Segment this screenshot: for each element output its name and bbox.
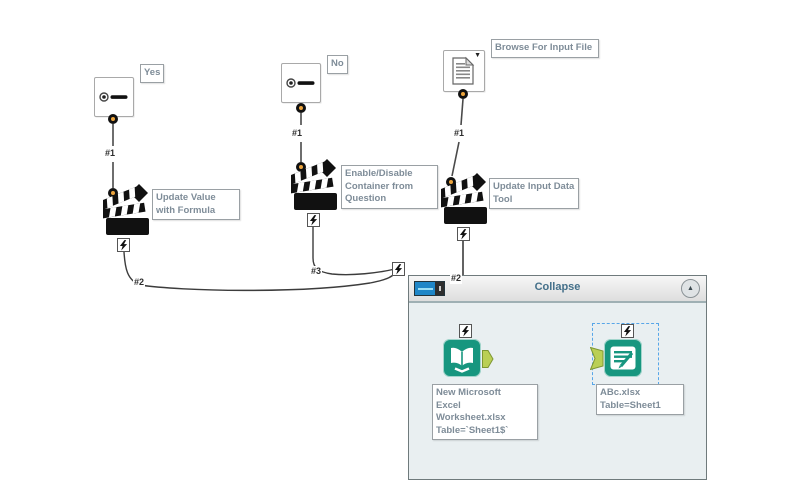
tool-container[interactable]: Collapse ▲ <box>408 275 707 480</box>
clapperboard-icon <box>99 184 149 235</box>
question-anchor-icon[interactable] <box>296 103 306 113</box>
connection-label: #1 <box>291 128 304 139</box>
radio-button-icon <box>99 92 128 102</box>
container-lightning-anchor-icon[interactable] <box>392 262 405 276</box>
action-tool-update-input[interactable] <box>437 169 489 230</box>
question-anchor-icon[interactable] <box>458 89 468 99</box>
annotation-enable-disable[interactable]: Enable/Disable Container from Question <box>341 165 438 209</box>
question-anchor-icon[interactable] <box>108 114 118 124</box>
clapperboard-icon <box>287 159 337 210</box>
question-anchor-icon[interactable] <box>108 188 118 198</box>
wire-browse-1 <box>460 98 464 126</box>
collapse-chevron-button[interactable]: ▲ <box>681 279 700 298</box>
clapperboard-icon <box>437 173 487 224</box>
file-input-icon <box>452 56 475 85</box>
annotation-update-input[interactable]: Update Input Data Tool <box>489 178 579 210</box>
connection-label: #1 <box>104 148 117 159</box>
annotation-yes[interactable]: Yes <box>140 64 165 83</box>
container-toggle-icon[interactable] <box>414 281 445 296</box>
container-title: Collapse <box>534 281 581 293</box>
dropdown-arrow-icon[interactable]: ▼ <box>474 52 481 59</box>
input-data-tool[interactable] <box>443 339 481 377</box>
container-header[interactable]: Collapse ▲ <box>409 276 706 303</box>
annotation-input-data[interactable]: New Microsoft Excel Worksheet.xlsx Table… <box>432 384 538 441</box>
file-browse-tool[interactable]: ▼ <box>443 50 485 92</box>
radio-button-icon <box>286 78 315 88</box>
output-data-sheet-icon <box>610 346 636 370</box>
lightning-anchor-icon[interactable] <box>307 213 320 227</box>
lightning-anchor-icon[interactable] <box>621 324 634 338</box>
lightning-anchor-icon[interactable] <box>459 324 472 338</box>
wire-action1-to-container <box>123 251 398 292</box>
input-anchor-icon[interactable] <box>590 347 604 370</box>
action-tool-enable-disable[interactable] <box>287 155 339 216</box>
radio-button-tool-no[interactable] <box>281 63 321 103</box>
annotation-update-value[interactable]: Update Value with Formula <box>152 189 240 221</box>
connection-label: #2 <box>133 277 146 288</box>
output-data-tool[interactable] <box>604 339 642 377</box>
wire-action2-to-container <box>312 227 396 276</box>
action-tool-update-value[interactable] <box>99 180 151 241</box>
annotation-browse[interactable]: Browse For Input File <box>491 39 599 58</box>
question-anchor-icon[interactable] <box>296 162 306 172</box>
output-anchor-icon[interactable] <box>482 350 494 368</box>
annotation-no[interactable]: No <box>327 55 348 74</box>
lightning-anchor-icon[interactable] <box>457 227 470 241</box>
connection-label: #3 <box>310 266 323 277</box>
collapse-chevron-icon: ▲ <box>687 285 694 292</box>
connection-label: #1 <box>453 128 466 139</box>
annotation-output-data[interactable]: ABc.xlsx Table=Sheet1 <box>596 384 684 416</box>
connection-label: #2 <box>450 273 463 284</box>
question-anchor-icon[interactable] <box>446 177 456 187</box>
radio-button-tool-yes[interactable] <box>94 77 134 117</box>
input-data-book-icon <box>451 347 473 373</box>
lightning-anchor-icon[interactable] <box>117 238 130 252</box>
